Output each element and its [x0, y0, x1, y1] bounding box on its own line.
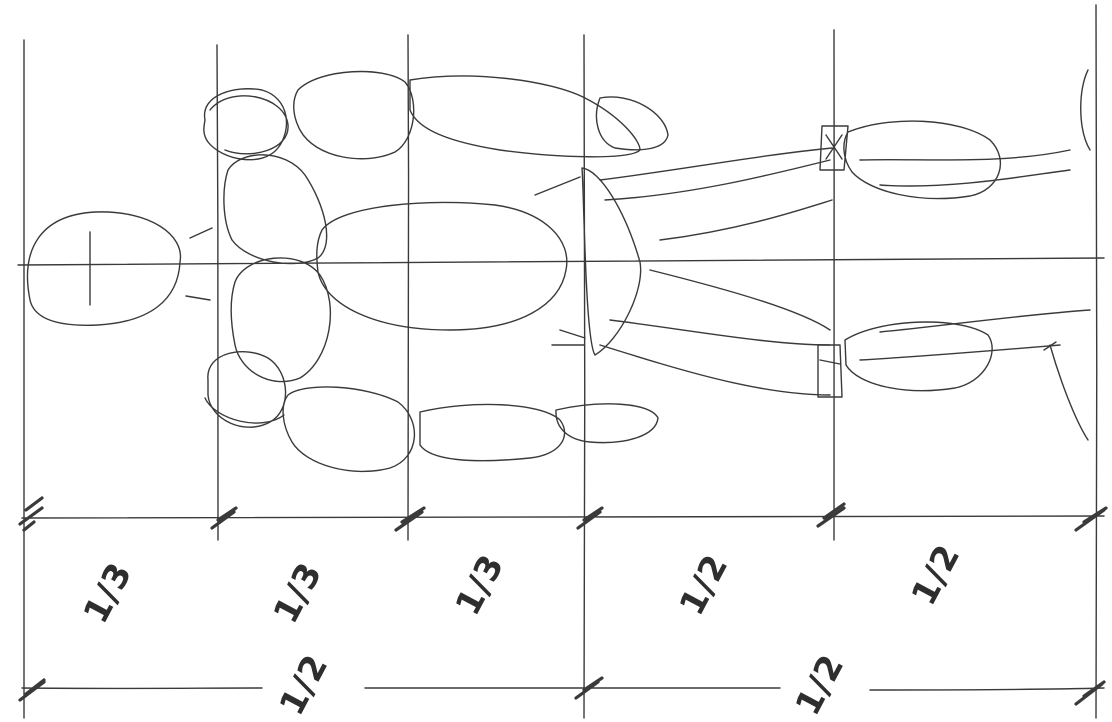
hand-right: [595, 96, 669, 151]
foot-left: [1043, 341, 1089, 441]
neck-stroke: [185, 227, 213, 301]
guide-line-3: [407, 34, 410, 541]
fraction-labels-bottom-row: 1/2 1/2: [272, 648, 853, 722]
lower-leg-right: [843, 120, 1001, 200]
shoulder-right-2: [209, 95, 289, 155]
tick-mark: [576, 506, 604, 530]
forearm-right: [409, 75, 641, 158]
lower-leg-left: [844, 321, 993, 392]
tick-mark: [210, 506, 238, 530]
shoulder-left-2: [204, 397, 285, 424]
guide-line-1: [23, 39, 26, 719]
tick-mark: [1074, 680, 1106, 706]
lower-leg-left-2: [859, 309, 1091, 361]
fraction-label: 1/2: [788, 648, 853, 722]
thigh-left: [599, 269, 831, 396]
hip-block: [581, 167, 642, 356]
knee-left: [817, 344, 843, 398]
fraction-label: 1/2: [904, 538, 969, 612]
shoulder-right: [203, 88, 288, 161]
tick-mark: [816, 502, 846, 528]
fraction-label: 1/2: [672, 548, 737, 622]
tick-mark: [18, 678, 46, 702]
measure-line-bottom-right: [869, 687, 1105, 691]
lower-leg-right-2: [859, 149, 1071, 187]
figure-sketch: [26, 69, 1091, 473]
guide-line-2: [216, 44, 220, 541]
knee-right: [819, 125, 849, 171]
hand-left: [555, 403, 659, 444]
tick-mark: [574, 676, 604, 700]
guide-line-4: [583, 34, 586, 719]
upper-arm-left: [282, 386, 415, 473]
hip-strokes: [534, 176, 586, 346]
thigh-right: [599, 147, 833, 241]
abdomen: [316, 201, 568, 331]
shoulder-left: [207, 351, 287, 428]
guide-line-6: [1095, 4, 1098, 719]
fraction-labels-top-row: 1/3 1/3 1/3 1/2 1/2: [76, 538, 969, 630]
fraction-label: 1/3: [448, 548, 513, 622]
measure-line-top: [21, 515, 1105, 520]
head-shape: [26, 211, 182, 326]
fraction-label: 1/3: [266, 556, 331, 630]
foot-right: [1080, 69, 1091, 151]
chest-lower: [230, 257, 332, 383]
fraction-label: 1/3: [76, 556, 141, 630]
chest-upper: [223, 154, 328, 265]
tick-mark: [18, 496, 44, 532]
tick-mark: [1074, 506, 1108, 532]
tick-mark: [394, 506, 426, 532]
upper-arm-right: [293, 70, 415, 160]
forearm-left: [419, 403, 566, 462]
fraction-label: 1/2: [272, 648, 337, 722]
vertical-guide-lines: [23, 4, 1098, 719]
tick-marks: [18, 496, 1108, 706]
